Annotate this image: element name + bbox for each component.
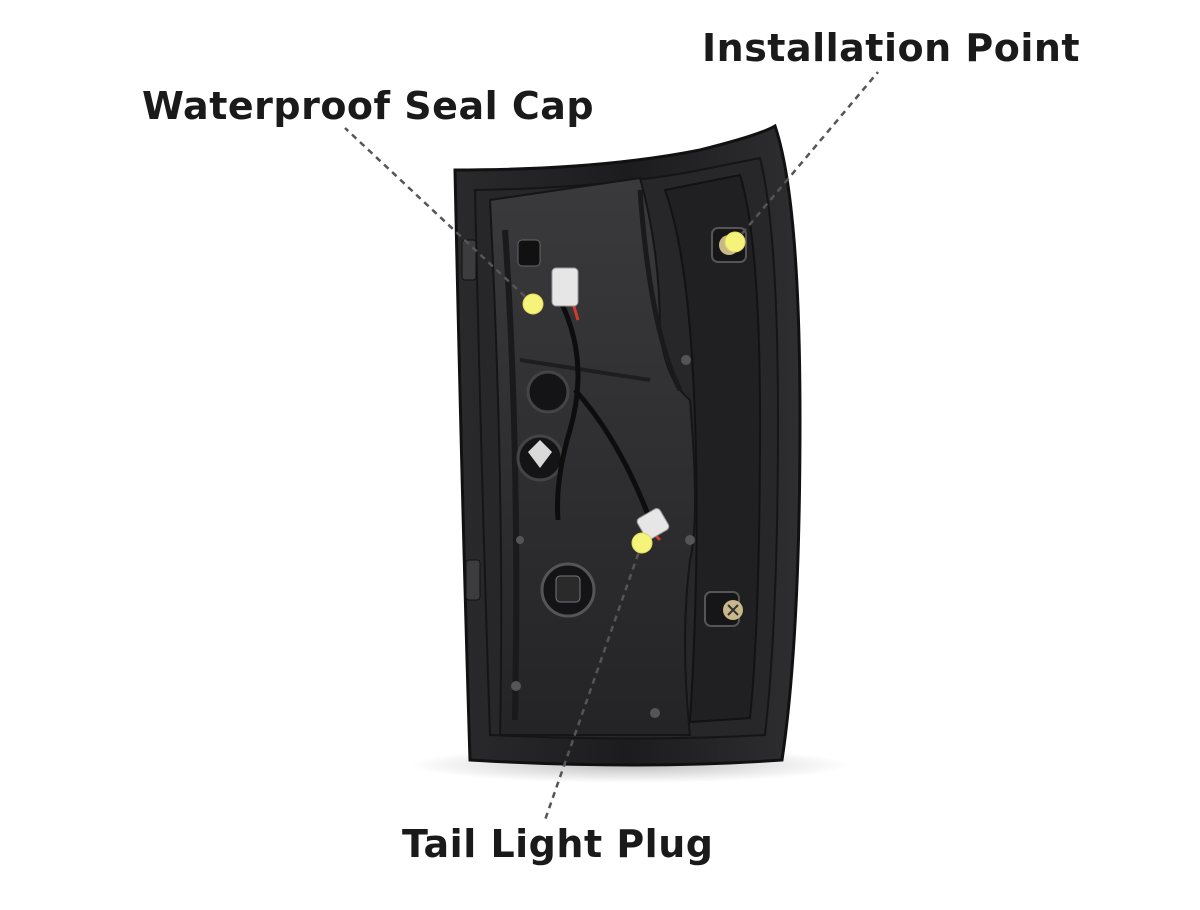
- socket-top: [526, 370, 570, 414]
- connector-top: [551, 267, 579, 307]
- marker-tail-light-plug: [631, 532, 653, 554]
- wire: [573, 388, 653, 521]
- mount-tab: [461, 239, 477, 281]
- plate-rib: [637, 189, 683, 392]
- screw: [681, 355, 691, 365]
- leader-line-installation: [734, 71, 879, 243]
- screw: [685, 535, 695, 545]
- screw: [516, 536, 524, 544]
- leader-line-seal: [344, 127, 534, 305]
- right-pocket: [663, 173, 762, 724]
- plate-rib: [502, 229, 520, 721]
- mount-tab: [465, 559, 481, 601]
- marker-installation-point: [724, 231, 746, 253]
- wire: [555, 298, 581, 521]
- socket-middle: [516, 434, 564, 482]
- screw: [511, 681, 521, 691]
- plate-rib: [519, 358, 651, 382]
- connector-bottom: [636, 508, 670, 540]
- seal-cap-clip: [517, 239, 541, 267]
- screw: [650, 708, 660, 718]
- marker-waterproof-seal-cap: [522, 293, 544, 315]
- label-tail-light-plug: Tail Light Plug: [402, 822, 714, 866]
- leader-line-plug: [543, 542, 644, 821]
- leader-lines: [344, 71, 879, 821]
- label-installation-point: Installation Point: [702, 26, 1081, 70]
- install-bolt-bottom: [704, 591, 743, 627]
- socket-bottom: [540, 562, 596, 618]
- label-waterproof-seal-cap: Waterproof Seal Cap: [142, 84, 595, 128]
